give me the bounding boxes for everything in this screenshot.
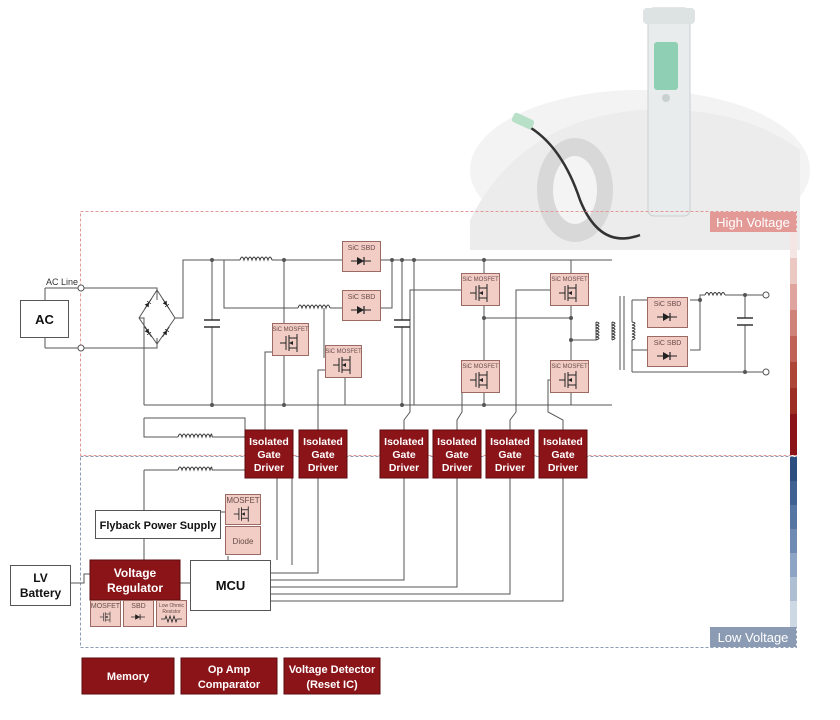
legend-vdet-line1: Voltage Detector (289, 664, 376, 676)
low-ohmic-line1: Low Ohmic (159, 603, 185, 609)
voltage-gradient-strip (790, 232, 797, 627)
gate-driver-1-line1: Isolated (249, 436, 289, 448)
sic-mosfet-3: SiC MOSFET (461, 273, 500, 306)
sic-mosfet-4-label: SiC MOSFET (462, 364, 499, 370)
gate-driver-6-line3: Driver (548, 462, 578, 474)
legend-vdet-line2: (Reset IC) (306, 679, 358, 691)
sic-mosfet-6-label: SiC MOSFET (551, 364, 588, 370)
gate-driver-1: Isolated Gate Driver (244, 429, 294, 479)
voltage-regulator-line1: Voltage (114, 566, 157, 580)
low-voltage-tab (710, 627, 796, 647)
ac-line-label: AC Line (46, 277, 78, 287)
sic-sbd-4: SiC SBD (647, 336, 688, 367)
circuit-wires (44, 259, 763, 602)
sic-mosfet-2-label: SiC MOSFET (325, 349, 362, 355)
vreg-mosfet-label: MOSFET (91, 603, 121, 610)
sic-mosfet-3-label: SiC MOSFET (462, 277, 499, 283)
sic-sbd-4-label: SiC SBD (654, 340, 682, 347)
sic-mosfet-5-label: SiC MOSFET (551, 277, 588, 283)
flyback-power-supply-box (95, 510, 221, 539)
vreg-mosfet: MOSFET (90, 600, 121, 627)
bridge-rectifier (142, 297, 172, 339)
lv-battery-box (10, 565, 71, 606)
legend-memory: Memory (81, 657, 175, 695)
sic-mosfet-1-label: SiC MOSFET (272, 327, 309, 333)
junction-dots (210, 258, 747, 407)
gate-driver-3-line3: Driver (389, 462, 419, 474)
high-voltage-tab (710, 212, 796, 232)
vreg-sbd: SBD (123, 600, 154, 627)
legend-opamp-line2: Comparator (198, 679, 261, 691)
flyback-mosfet-label: MOSFET (226, 496, 259, 505)
gate-driver-4-line1: Isolated (437, 436, 477, 448)
gate-driver-2-line2: Gate (311, 449, 335, 461)
gate-driver-3: Isolated Gate Driver (379, 429, 429, 479)
lv-battery-line2: Battery (20, 586, 62, 600)
gate-driver-2: Isolated Gate Driver (298, 429, 348, 479)
gate-driver-5-line3: Driver (495, 462, 525, 474)
mcu-box (190, 560, 271, 611)
sic-mosfet-6: SiC MOSFET (550, 360, 589, 393)
legend-opamp-comparator: Op Amp Comparator (180, 657, 278, 695)
legend-voltage-detector: Voltage Detector (Reset IC) (283, 657, 381, 695)
sic-mosfet-5: SiC MOSFET (550, 273, 589, 306)
gate-driver-2-line1: Isolated (303, 436, 343, 448)
sic-sbd-3-label: SiC SBD (654, 301, 682, 308)
gate-driver-3-line2: Gate (392, 449, 416, 461)
flyback-diode: Diode (225, 526, 261, 555)
vreg-low-ohmic-resistor: Low Ohmic Resistor (156, 600, 187, 627)
gate-driver-4-line3: Driver (442, 462, 472, 474)
gate-driver-1-line3: Driver (254, 462, 284, 474)
low-ohmic-line2: Resistor (162, 609, 181, 615)
sic-sbd-1-label: SiC SBD (348, 245, 376, 252)
gate-driver-4: Isolated Gate Driver (432, 429, 482, 479)
sic-mosfet-2: SiC MOSFET (325, 345, 362, 378)
gate-driver-6-line2: Gate (551, 449, 575, 461)
gate-driver-5-line2: Gate (498, 449, 522, 461)
sic-sbd-3: SiC SBD (647, 297, 688, 328)
low-voltage-zone (80, 456, 797, 648)
flyback-power-supply-label: Flyback Power Supply (100, 520, 218, 532)
gate-driver-4-line2: Gate (445, 449, 469, 461)
ac-source-box (20, 300, 69, 338)
legend-memory-label: Memory (107, 671, 150, 683)
lv-battery-line1: LV (33, 571, 47, 585)
gate-driver-6: Isolated Gate Driver (538, 429, 588, 479)
sic-sbd-2-label: SiC SBD (348, 294, 376, 301)
gate-driver-5: Isolated Gate Driver (485, 429, 535, 479)
vreg-sbd-label: SBD (131, 603, 145, 610)
voltage-regulator: Voltage Regulator (89, 559, 181, 601)
low-voltage-label: Low Voltage (718, 630, 789, 645)
legend-opamp-line1: Op Amp (208, 664, 251, 676)
flyback-mosfet: MOSFET (225, 494, 261, 525)
sic-sbd-1: SiC SBD (342, 241, 381, 272)
sic-mosfet-4: SiC MOSFET (461, 360, 500, 393)
voltage-regulator-line2: Regulator (107, 581, 163, 595)
high-voltage-label: High Voltage (716, 215, 790, 230)
flyback-diode-label: Diode (233, 537, 254, 546)
capacitors (204, 317, 753, 328)
sic-mosfet-1: SiC MOSFET (272, 323, 309, 356)
ac-source-label: AC (35, 312, 54, 327)
gate-driver-5-line1: Isolated (490, 436, 530, 448)
terminals (77, 284, 770, 376)
gate-driver-3-line1: Isolated (384, 436, 424, 448)
sic-sbd-2: SiC SBD (342, 290, 381, 321)
gate-driver-6-line1: Isolated (543, 436, 583, 448)
mcu-label: MCU (216, 578, 246, 593)
gate-driver-1-line2: Gate (257, 449, 281, 461)
gate-driver-2-line3: Driver (308, 462, 338, 474)
inductors (177, 256, 726, 472)
